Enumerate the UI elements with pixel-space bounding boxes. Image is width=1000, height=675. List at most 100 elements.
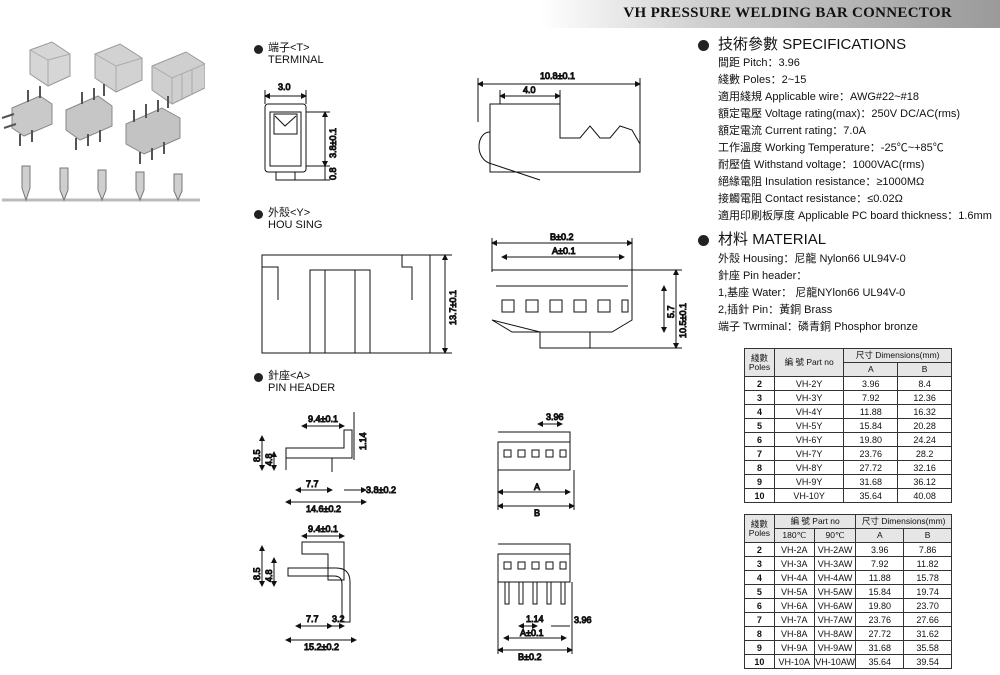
table-cell: VH-2Y — [773, 376, 845, 391]
col-b: B — [897, 362, 952, 377]
dim-term-len: 10.8±0.1 — [540, 71, 575, 81]
table-cell: 28.2 — [897, 446, 952, 461]
dim-ph1-77: 7.7 — [306, 479, 319, 489]
col-part-no: 編 號 Part no — [773, 348, 845, 377]
table-cell: VH-3A — [773, 556, 815, 571]
table-cell: 31.62 — [903, 626, 952, 641]
dim-ph1-94: 9.4±0.1 — [308, 414, 338, 424]
pin-header-angle-front — [497, 544, 573, 654]
poles-cell: 7 — [744, 446, 775, 461]
table-cell: VH-10Y — [773, 488, 845, 503]
table-cell: VH-5AW — [813, 584, 857, 599]
table-cell: VH-4AW — [813, 570, 857, 585]
banner-gradient — [540, 0, 1000, 28]
table-cell: VH-6Y — [773, 432, 845, 447]
poles-cell: 2 — [744, 376, 775, 391]
table-cell: 7.86 — [903, 542, 952, 557]
dim-ph1-396: 3.96 — [546, 412, 564, 422]
table-cell: VH-3AW — [813, 556, 857, 571]
poles-cell: 10 — [744, 488, 775, 503]
table-cell: 24.24 — [897, 432, 952, 447]
table-cell: VH-7Y — [773, 446, 845, 461]
poles-cell: 9 — [744, 640, 775, 655]
terminal-label-en: TERMINAL — [268, 54, 324, 66]
material-base: 1,基座 Water： 尼龍NYlon66 UL94V-0 — [718, 287, 906, 299]
table-cell: 32.16 — [897, 460, 952, 475]
dim-ph1-48: 4.8 — [264, 453, 274, 466]
table-cell: VH-5A — [773, 584, 815, 599]
dim-hs-105: 10.5±0.1 — [678, 303, 688, 338]
material-pin-header: 針座 Pin header： — [718, 270, 808, 282]
material-heading-en: MATERIAL — [752, 231, 827, 248]
material-list: 外殼 Housing：尼龍 Nylon66 UL94V-0 針座 Pin hea… — [718, 251, 918, 336]
table-header-row: 180℃ 90℃ A B — [745, 528, 952, 543]
material-heading-zh: 材料 — [718, 231, 749, 248]
poles-cell: 10 — [744, 654, 775, 669]
dim-ph2-b: B±0.2 — [518, 652, 541, 662]
table-cell: 39.54 — [903, 654, 952, 669]
header-photo-4p — [126, 96, 180, 164]
table-cell: VH-2A — [773, 542, 815, 557]
table-cell: VH-9A — [773, 640, 815, 655]
dim-ph2-a: A±0.1 — [520, 628, 543, 638]
table-cell: 15.84 — [855, 584, 905, 599]
table-cell: VH-10AW — [813, 654, 857, 669]
poles-cell: 4 — [744, 570, 775, 585]
dim-hs-57: 5.7 — [666, 305, 676, 318]
poles-cell: 5 — [744, 418, 775, 433]
poles-cell: 5 — [744, 584, 775, 599]
material-heading: 材料 MATERIAL — [718, 232, 826, 248]
angle-header-pins — [505, 582, 565, 604]
table-cell: VH-4A — [773, 570, 815, 585]
table-cell: 15.78 — [903, 570, 952, 585]
header-photo-3p — [66, 84, 112, 150]
table-cell: VH-10A — [773, 654, 815, 669]
table-cell: 27.72 — [855, 626, 905, 641]
table-cell: 16.32 — [897, 404, 952, 419]
col-part-no: 編 號 Part no — [773, 514, 857, 529]
dim-ph2-114: 1.14 — [526, 614, 544, 624]
poles-cell: 9 — [744, 474, 775, 489]
dim-hs-b: B±0.2 — [550, 232, 573, 242]
table-header-row: A B — [745, 362, 952, 377]
col-dimensions: 尺寸 Dimensions(mm) — [843, 348, 952, 363]
col-180: 180℃ — [773, 528, 815, 543]
housing-label-en: HOU SING — [268, 219, 323, 231]
pin-header-angle-side — [259, 533, 357, 643]
table-cell: 19.74 — [903, 584, 952, 599]
angle-header-pin-squares — [504, 562, 566, 569]
product-photos — [0, 38, 205, 213]
dim-ph2-77: 7.7 — [306, 614, 319, 624]
table-cell: 8.4 — [897, 376, 952, 391]
table-cell: 27.72 — [843, 460, 899, 475]
poles-cell: 6 — [744, 598, 775, 613]
table-cell: VH-8AW — [813, 626, 857, 641]
spec-contact: 接觸電阻 Contact resistance：≤0.02Ω — [718, 193, 903, 205]
dim-ph1-b: B — [534, 508, 540, 518]
terminal-front-view — [264, 90, 330, 180]
dim-ph1-85: 8.5 — [252, 449, 262, 462]
table-cell: 27.66 — [903, 612, 952, 627]
spec-pcb-thickness: 適用印刷板厚度 Applicable PC board thickness：1.… — [718, 210, 992, 222]
spec-poles: 綫數 Poles：2~15 — [718, 74, 807, 86]
table-cell: 11.88 — [855, 570, 905, 585]
specs-heading: 技術參數 SPECIFICATIONS — [718, 37, 906, 53]
dim-ph1-146: 14.6±0.2 — [306, 504, 341, 514]
col-90: 90℃ — [813, 528, 857, 543]
bullet-icon — [698, 40, 709, 51]
housing-photo-4p — [152, 52, 205, 104]
